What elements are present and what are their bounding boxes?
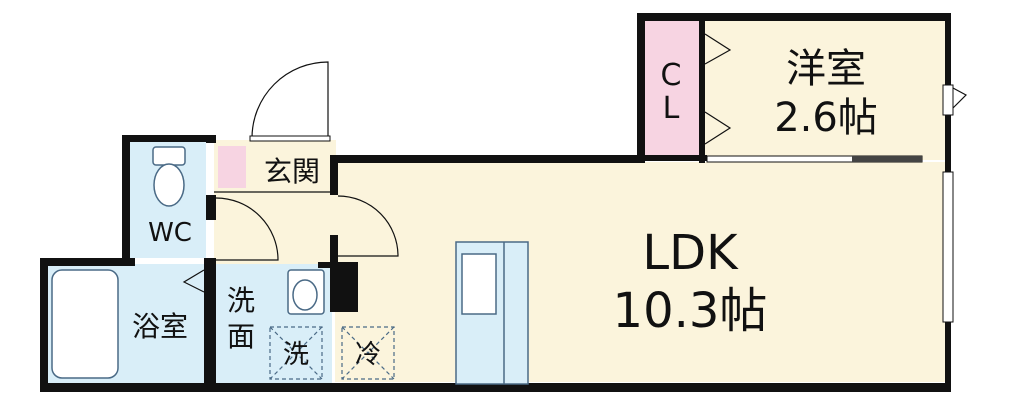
- washer-space: [269, 326, 323, 380]
- ldk-name: LDK: [642, 225, 739, 281]
- closet-doors: [704, 33, 732, 145]
- washroom-label-2: 面: [227, 320, 255, 353]
- bath-door: [182, 269, 205, 293]
- wc-door-swing: [215, 197, 279, 261]
- ldk-floor: [335, 162, 945, 382]
- shoe-box: [218, 146, 246, 188]
- wc-label: WC: [148, 218, 192, 248]
- washroom-label-1: 洗: [227, 284, 255, 317]
- closet-floor: [643, 20, 700, 158]
- entrance-door-swing: [251, 61, 329, 139]
- kitchen-counter: [455, 241, 529, 385]
- hall-floor: [214, 192, 336, 264]
- windows: [942, 84, 954, 323]
- entrance-label: 玄関: [264, 155, 320, 188]
- ldk-size: 10.3帖: [613, 283, 768, 339]
- washer-label: 洗: [283, 340, 309, 370]
- western-room-size: 2.6帖: [774, 95, 878, 141]
- closet-label-c: C: [661, 58, 682, 93]
- fridge-space: [341, 326, 395, 380]
- western-room-floor: [700, 20, 945, 160]
- basin-icon: [287, 269, 325, 315]
- hall-door-swing: [337, 195, 399, 257]
- bath-label: 浴室: [132, 310, 188, 343]
- closet-label-l: L: [663, 91, 680, 126]
- toilet-icon: [152, 146, 186, 207]
- fridge-label: 冷: [355, 340, 381, 370]
- western-room-name: 洋室: [786, 46, 866, 92]
- bathtub-icon: [51, 269, 119, 379]
